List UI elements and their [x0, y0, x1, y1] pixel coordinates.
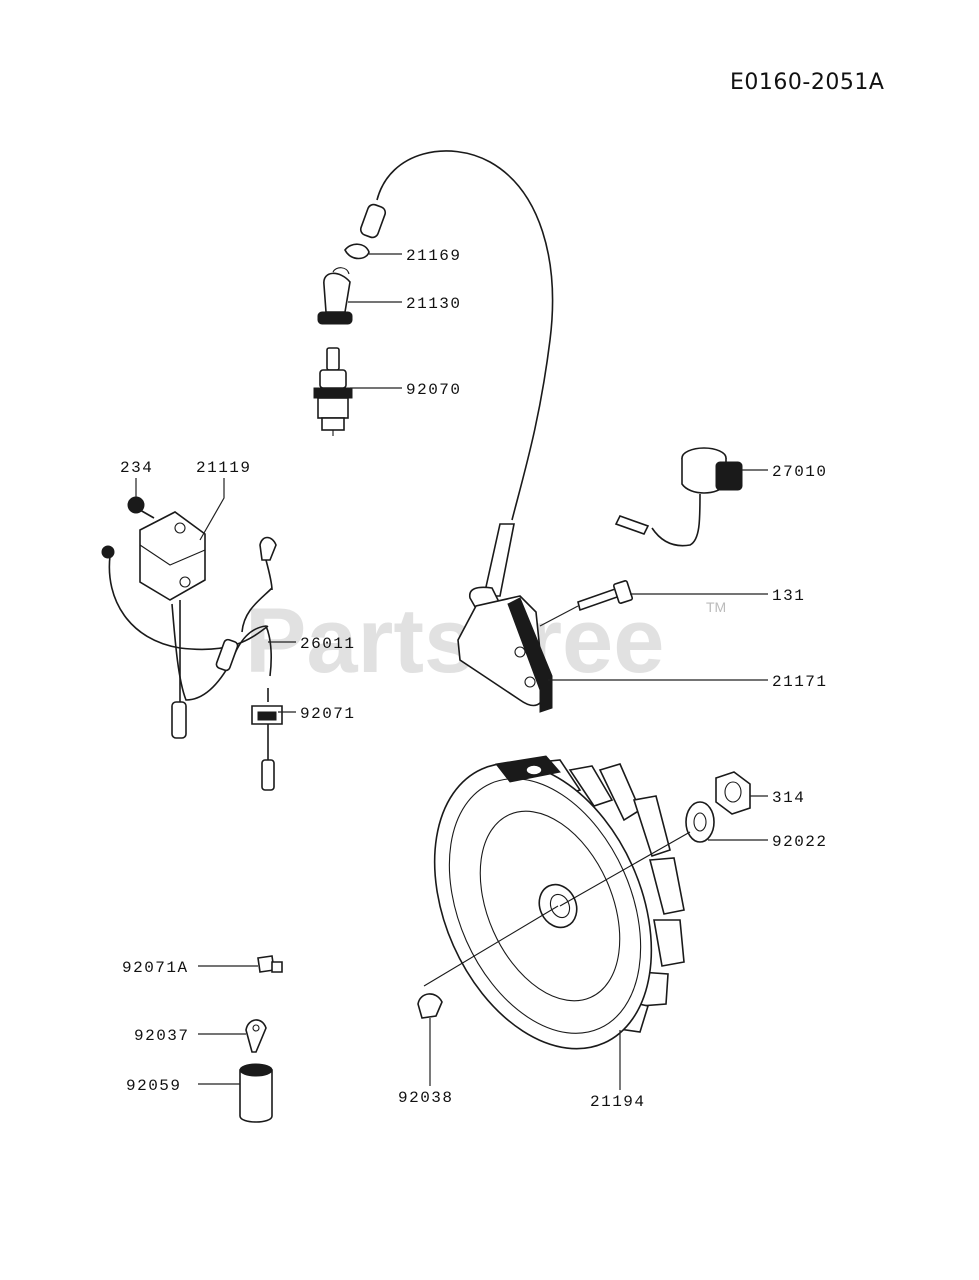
high-tension-lead — [376, 150, 554, 521]
label-21171: 21171 — [772, 673, 828, 691]
part-21130-plug-cap[interactable] — [317, 267, 353, 325]
part-92071-terminal[interactable] — [251, 688, 283, 791]
label-92059: 92059 — [126, 1077, 182, 1095]
label-92038: 92038 — [398, 1089, 454, 1107]
watermark-text: PartsTree — [245, 590, 664, 692]
label-21169: 21169 — [406, 247, 462, 265]
label-92070: 92070 — [406, 381, 462, 399]
part-92070-spark-plug[interactable] — [313, 347, 353, 436]
part-92037-clip[interactable] — [245, 1019, 267, 1053]
label-131: 131 — [772, 587, 805, 605]
label-92071: 92071 — [300, 705, 356, 723]
diagram-code: E0160-2051A — [730, 70, 885, 95]
label-21130: 21130 — [406, 295, 462, 313]
label-92037: 92037 — [134, 1027, 190, 1045]
part-21169-spring[interactable] — [344, 203, 387, 260]
wiring-harness — [101, 536, 277, 739]
part-314-nut[interactable] — [715, 771, 751, 815]
part-27010-stop-switch[interactable] — [614, 447, 743, 547]
label-92071A: 92071A — [122, 959, 189, 977]
part-234-screw[interactable] — [127, 496, 155, 519]
part-92038-key[interactable] — [417, 993, 443, 1019]
label-92022: 92022 — [772, 833, 828, 851]
part-21119-ignition-module[interactable] — [139, 511, 206, 601]
label-21119: 21119 — [196, 459, 252, 477]
part-21171-ignition-coil[interactable] — [457, 523, 553, 713]
label-234: 234 — [120, 459, 153, 477]
label-27010: 27010 — [772, 463, 828, 481]
watermark-trademark: TM — [706, 599, 726, 615]
label-21194: 21194 — [590, 1093, 646, 1111]
part-21194-flywheel[interactable] — [392, 729, 693, 1083]
label-26011: 26011 — [300, 635, 356, 653]
part-92059-tube[interactable] — [239, 1063, 273, 1123]
part-92022-washer[interactable] — [685, 801, 715, 843]
part-131-bolt[interactable] — [577, 580, 634, 612]
part-92071A-terminal[interactable] — [257, 955, 283, 973]
label-314: 314 — [772, 789, 805, 807]
